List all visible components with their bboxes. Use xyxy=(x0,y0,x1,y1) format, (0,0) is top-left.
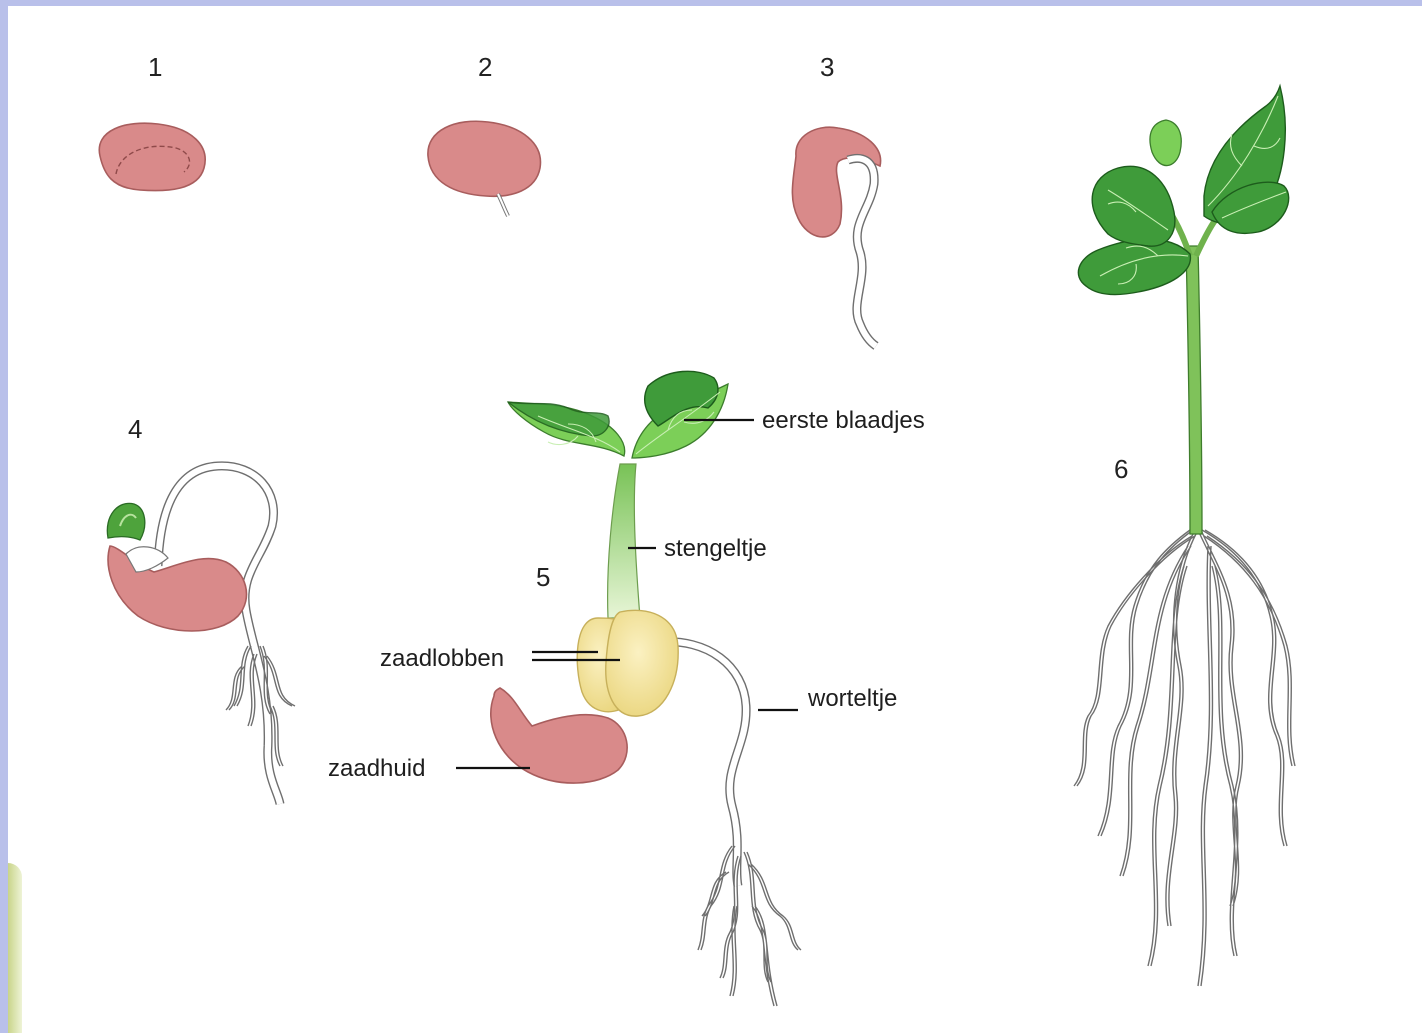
stage-1-seed: 1 xyxy=(99,52,205,191)
stage-5-root-hairs xyxy=(698,846,801,1006)
label-first-leaves-text: eerste blaadjes xyxy=(762,407,925,434)
label-stem: stengeltje xyxy=(628,535,767,562)
stage-2-number: 2 xyxy=(478,52,492,82)
label-seed-coat: zaadhuid xyxy=(328,755,530,782)
diagram-canvas: 1 2 3 4 xyxy=(8,6,1422,1033)
stage-1-number: 1 xyxy=(148,52,162,82)
stage-4-number: 4 xyxy=(128,414,142,444)
label-cotyledons-text: zaadlobben xyxy=(380,645,504,672)
stage-5-number: 5 xyxy=(536,562,550,592)
stage-2-seed: 2 xyxy=(428,52,541,216)
label-seed-coat-text: zaadhuid xyxy=(328,755,425,782)
stage-4-seedling: 4 xyxy=(107,414,295,804)
stage-3-number: 3 xyxy=(820,52,834,82)
stage-6-number: 6 xyxy=(1114,454,1128,484)
stage-6-plant: 6 xyxy=(1074,86,1295,986)
label-stem-text: stengeltje xyxy=(664,535,767,562)
stage-3-seed: 3 xyxy=(792,52,880,346)
label-root-text: worteltje xyxy=(807,685,897,712)
label-root: worteltje xyxy=(758,685,897,712)
stage-5-seedling: 5 xyxy=(491,371,801,1006)
stage-6-roots xyxy=(1074,530,1295,986)
germination-illustration: 1 2 3 4 xyxy=(8,6,1422,1033)
